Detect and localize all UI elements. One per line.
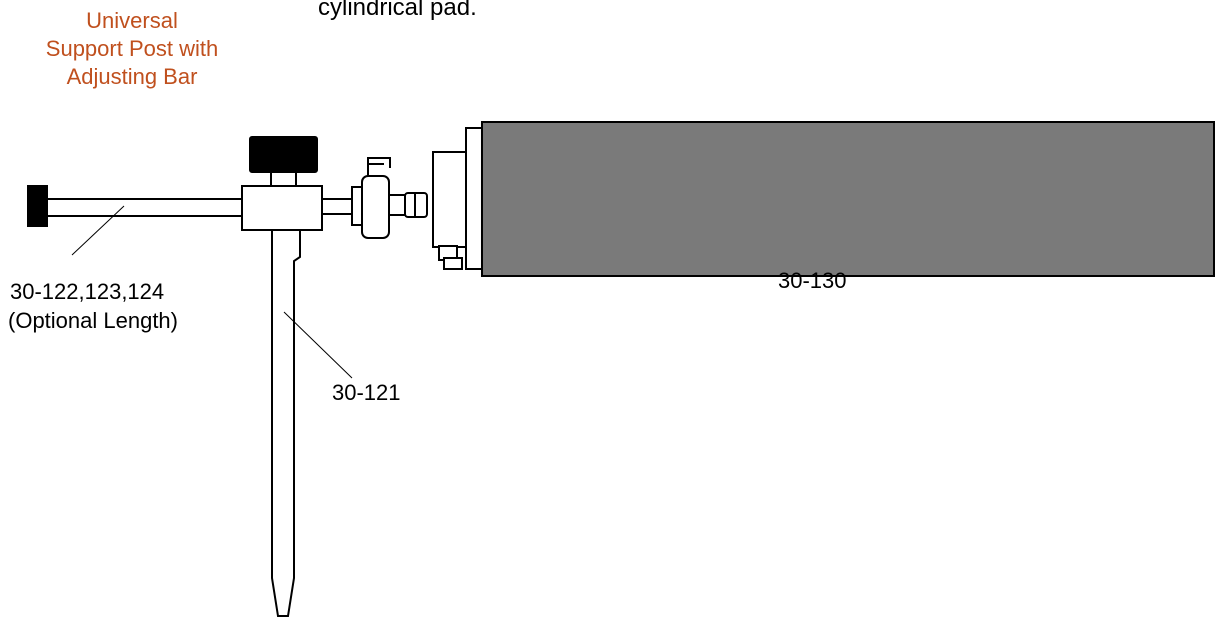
label-bar: 30-122,123,124 <box>10 279 165 304</box>
bar-end-knob <box>27 185 48 227</box>
pad-back-plate <box>465 127 484 270</box>
mount-hook <box>367 157 391 176</box>
clamp-top-knob <box>249 136 318 173</box>
mount-plate <box>361 175 390 239</box>
title-line-2: Support Post with <box>45 36 219 61</box>
diagram-title: Universal Support Post with Adjusting Ba… <box>12 8 252 90</box>
label-pad: 30-130 <box>778 268 847 293</box>
caption-fragment: cylindrical pad. <box>318 0 477 21</box>
title-line-1: Universal <box>86 8 178 33</box>
cylindrical-pad <box>481 121 1215 277</box>
label-post: 30-121 <box>332 380 401 405</box>
clamp-block <box>241 185 323 231</box>
title-line-3: Adjusting Bar <box>66 64 198 89</box>
leader-line-bar <box>71 205 125 256</box>
label-bar-note: (Optional Length) <box>8 308 178 333</box>
mount-bracket <box>351 186 363 226</box>
adjusting-bar <box>45 198 243 217</box>
leader-line-post <box>283 311 353 379</box>
pad-holder <box>432 151 468 248</box>
mount-stem <box>388 194 406 216</box>
holder-screw-head <box>443 257 463 270</box>
support-post <box>271 229 301 617</box>
